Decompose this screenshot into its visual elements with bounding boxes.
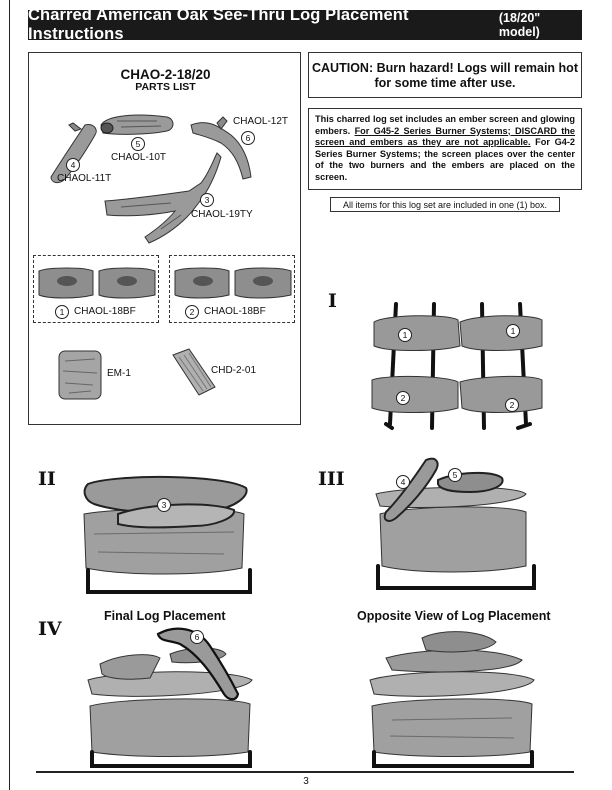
log-chaol-10t-illustration	[100, 114, 174, 135]
part-2-group-box	[169, 255, 295, 323]
step-iii-illustration	[375, 457, 536, 590]
part-marker-4: 4	[66, 158, 80, 172]
parts-list-panel: CHAO-2-18/20 PARTS LIST 5 CHAOL-10T 6 CH…	[28, 52, 301, 425]
title-bar: Charred American Oak See-Thru Log Placem…	[28, 6, 582, 43]
step-ii-marker-3: 3	[157, 498, 171, 512]
part-label-chd-2-01: CHD-2-01	[211, 365, 257, 376]
step-i-marker-log-2-left: 2	[396, 391, 410, 405]
step-iv-marker-6: 6	[190, 630, 204, 644]
part-marker-2: 2	[185, 305, 199, 319]
step-i-marker-log-1-right: 1	[506, 324, 520, 338]
opposite-view-illustration	[369, 631, 535, 768]
caution-line-1: CAUTION: Burn hazard! Logs will remain h…	[312, 61, 578, 75]
info-text-3: For G4-2 Series Burner Systems; the scre…	[315, 137, 575, 182]
ember-screen-info-box: This charred log set includes an ember s…	[308, 108, 582, 190]
embers-bag-illustration	[58, 350, 102, 400]
step-numeral-iii: III	[318, 468, 345, 490]
step-iii-marker-4: 4	[396, 475, 410, 489]
model-label: (18/20" model)	[498, 11, 541, 39]
step-ii-illustration	[83, 475, 252, 594]
step-iv-illustration	[87, 627, 253, 768]
step-i-illustration	[371, 302, 543, 430]
caution-box: CAUTION: Burn hazard! Logs will remain h…	[308, 52, 582, 98]
part-label-chaol-18bf-front: CHAOL-18BF	[74, 306, 136, 317]
ember-screen-illustration	[172, 348, 216, 396]
log-chaol-18bf-rear-pair-illustration	[174, 267, 292, 299]
info-text-2: For G45-2 Series Burner Systems; DISCARD…	[315, 125, 575, 148]
step-i-marker-log-1-left: 1	[398, 328, 412, 342]
parts-subheading: PARTS LIST	[135, 81, 196, 93]
caution-line-2: for some time after use.	[374, 76, 516, 90]
part-marker-3: 3	[200, 193, 214, 207]
log-chaol-18bf-front-pair-illustration	[38, 267, 156, 299]
items-note: All items for this log set are included …	[330, 197, 560, 212]
parts-heading: CHAO-2-18/20	[120, 67, 211, 82]
footer-rule	[36, 771, 574, 773]
final-log-placement-caption: Final Log Placement	[104, 609, 226, 623]
info-text-1: This charred log set includes an ember s…	[315, 114, 575, 136]
part-marker-6: 6	[241, 131, 255, 145]
step-numeral-ii: II	[38, 468, 56, 490]
left-margin-rule	[9, 0, 10, 790]
part-marker-5: 5	[131, 137, 145, 151]
log-chaol-19ty-illustration	[104, 152, 222, 244]
part-label-em-1: EM-1	[107, 368, 131, 379]
log-chaol-11t-illustration	[50, 122, 97, 184]
part-label-chaol-18bf-rear: CHAOL-18BF	[204, 306, 266, 317]
part-1-group-box	[33, 255, 159, 323]
log-chaol-12t-illustration	[190, 116, 252, 180]
part-label-chaol-12t: CHAOL-12T	[233, 116, 289, 127]
step-numeral-i: I	[328, 290, 337, 312]
part-label-chaol-19ty: CHAOL-19TY	[191, 209, 253, 220]
opposite-view-caption: Opposite View of Log Placement	[357, 609, 551, 623]
page-number: 3	[303, 776, 309, 787]
step-iii-marker-5: 5	[448, 468, 462, 482]
part-label-chaol-10t: CHAOL-10T	[111, 152, 167, 163]
part-marker-1: 1	[55, 305, 69, 319]
part-label-chaol-11t: CHAOL-11T	[57, 173, 112, 184]
step-numeral-iv: IV	[38, 618, 62, 640]
page-title: Charred American Oak See-Thru Log Placem…	[28, 6, 409, 43]
step-i-marker-log-2-right: 2	[505, 398, 519, 412]
